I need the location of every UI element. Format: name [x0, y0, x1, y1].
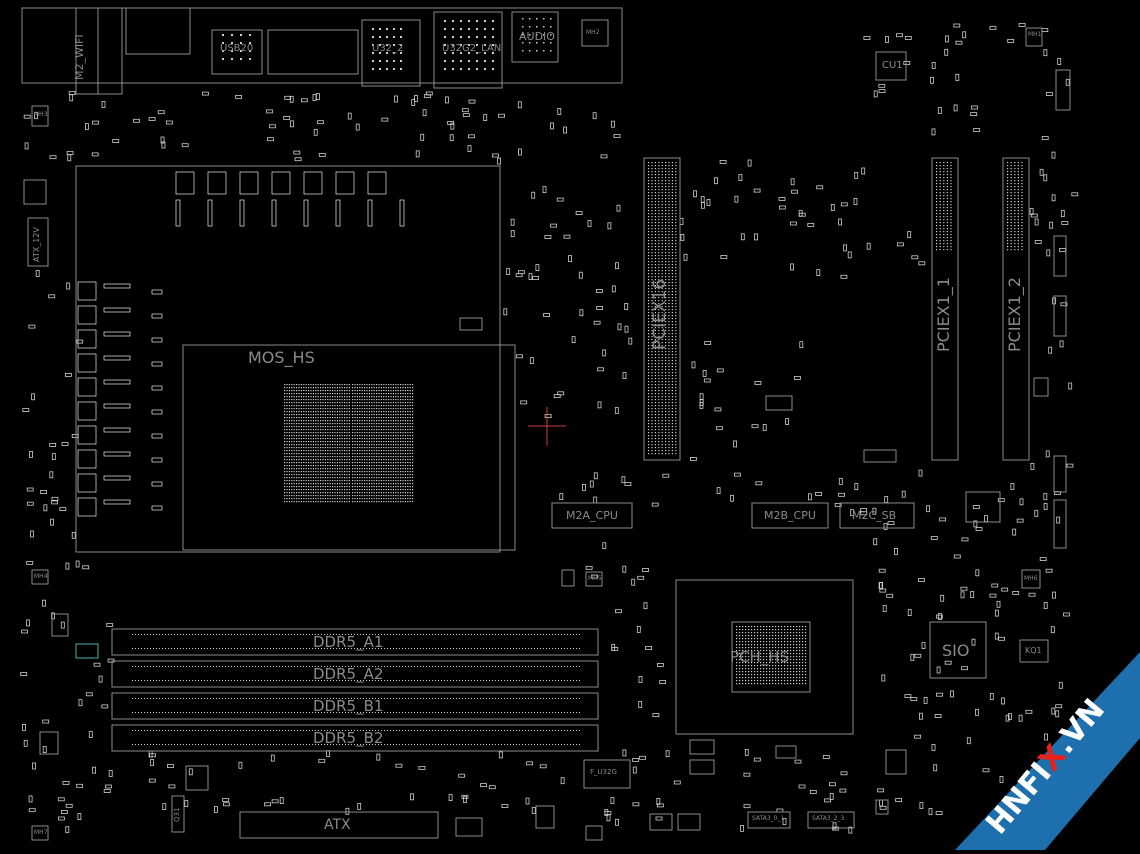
- ddr5-b2-label: DDR5_B2: [313, 731, 383, 746]
- mounting-hole-label: MH5: [588, 576, 602, 582]
- m2a-cpu-label: M2A_CPU: [566, 510, 618, 521]
- pch-hs-label: PCH_HS: [730, 650, 789, 665]
- mounting-hole-label: MH6: [1024, 576, 1038, 582]
- wifi-module-outline: [98, 8, 122, 94]
- usb-rear-outline: [268, 30, 358, 74]
- sata-1-label: SATA3_0_1: [752, 816, 784, 822]
- ddr5-a2-label: DDR5_A2: [313, 667, 383, 682]
- ddr5-a1-label: DDR5_A1: [313, 635, 383, 650]
- sio-label: SIO: [942, 643, 969, 659]
- audio-label: AUDIO: [519, 31, 555, 42]
- watermark: HNFIX.VN: [955, 652, 1140, 850]
- m2c-sb-label: M2C_SB: [852, 510, 896, 521]
- mounting-hole-label: MH1: [1028, 32, 1042, 38]
- box-outline-a: [24, 180, 46, 204]
- f-u32g-label: F_U32G: [590, 769, 617, 776]
- hdmi-dp-outline: [126, 8, 190, 54]
- mounting-hole-label: MH2: [586, 30, 600, 36]
- io-area-outline: [22, 8, 622, 83]
- mounting-hole-label: MH4: [34, 574, 48, 580]
- cursor-crosshair: [528, 407, 566, 446]
- mounting-hole-label: MH3: [34, 112, 48, 118]
- atx-label: ATX: [324, 818, 351, 832]
- pciex16-label: PCIEX16: [652, 279, 669, 350]
- kq1-label: KQ1: [1025, 647, 1042, 655]
- pciex1-1-label: PCIEX1_1: [936, 277, 952, 352]
- q31-label: Q31: [174, 808, 181, 822]
- sata-2-label: SATA3_2_3: [812, 816, 844, 822]
- usb32-2-label: U32_2: [372, 44, 403, 54]
- pciex1-2-label: PCIEX1_2: [1007, 277, 1023, 352]
- mos-hs-label: MOS_HS: [248, 350, 315, 366]
- ddr5-b1-label: DDR5_B1: [313, 699, 383, 714]
- m2b-cpu-label: M2B_CPU: [764, 510, 816, 521]
- usb32g2-lan-label: U32G2_LAN: [442, 44, 501, 54]
- mounting-hole-label: MH7: [34, 830, 48, 836]
- cu1-label: CU1: [882, 61, 903, 71]
- ec-chip-outline: [966, 492, 1000, 522]
- m2-wifi-label: M2_WIFI: [74, 34, 85, 80]
- component-outlines: [22, 8, 1070, 840]
- usb20-label: USB20: [220, 44, 253, 54]
- atx12v-label: ATX_12V: [33, 227, 41, 262]
